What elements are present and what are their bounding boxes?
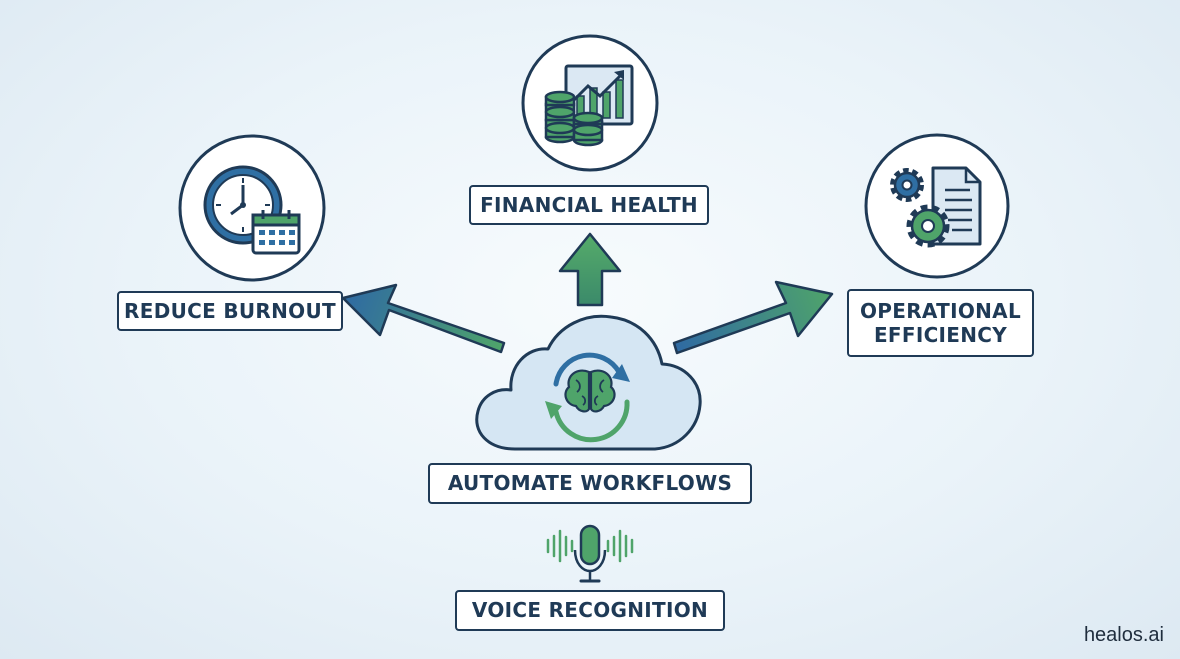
reduce-burnout-label: REDUCE BURNOUT <box>117 291 343 331</box>
operational-efficiency-label: OPERATIONAL EFFICIENCY <box>847 289 1034 357</box>
financial-health-label: FINANCIAL HEALTH <box>469 185 709 225</box>
automate-workflows-label: AUTOMATE WORKFLOWS <box>428 463 752 504</box>
arrow-to-financial-health <box>558 232 622 307</box>
arrow-to-operational-efficiency <box>672 280 834 355</box>
clock-calendar-icon <box>178 134 326 282</box>
microphone-soundwave-icon <box>546 524 634 583</box>
brand-watermark: healos.ai <box>1083 624 1164 646</box>
financial-growth-icon <box>521 34 659 172</box>
cloud-brain-cycle-icon <box>475 314 702 451</box>
voice-recognition-label: VOICE RECOGNITION <box>455 590 725 631</box>
gears-document-icon <box>864 133 1010 279</box>
arrow-to-reduce-burnout <box>341 283 506 354</box>
